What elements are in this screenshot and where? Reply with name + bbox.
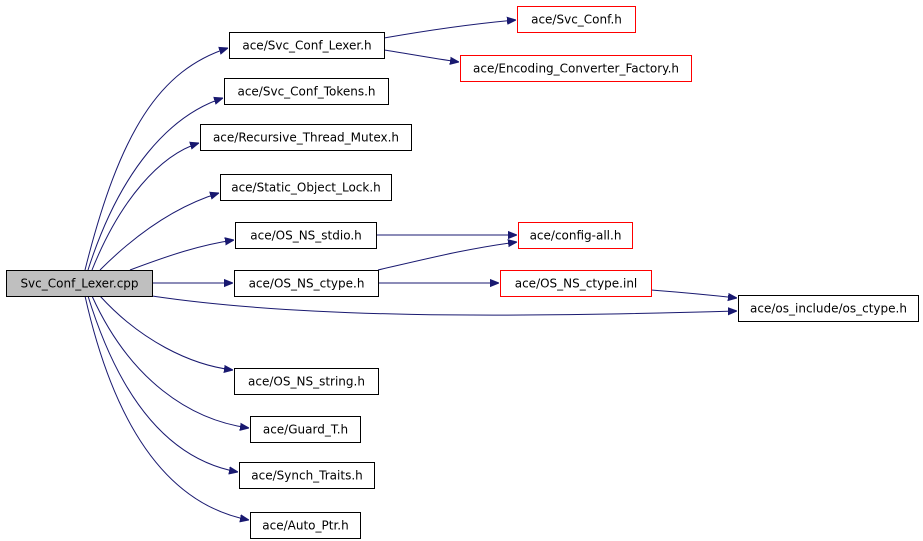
edge-root-to-synch_traits_h [87, 295, 238, 472]
node-static_object_lock_h[interactable]: ace/Static_Object_Lock.h [220, 174, 392, 201]
node-box [738, 295, 919, 322]
node-label: ace/Svc_Conf.h [531, 13, 622, 27]
node-box [6, 270, 153, 297]
edge-svc_conf_lexer_h-to-svc_conf_h [383, 20, 516, 39]
node-box [234, 270, 379, 297]
node-label: ace/config-all.h [530, 229, 622, 243]
node-box [518, 222, 633, 249]
edge-root-to-svc_conf_tokens_h [87, 98, 223, 271]
node-box [500, 270, 652, 297]
edge-root-to-static_object_lock_h [99, 193, 219, 271]
node-svc_conf_lexer_h[interactable]: ace/Svc_Conf_Lexer.h [229, 32, 385, 59]
node-label: Svc_Conf_Lexer.cpp [20, 277, 138, 291]
edge-root-to-recursive_thread_mutex_h [91, 143, 199, 271]
node-box [239, 462, 375, 489]
node-label: ace/Encoding_Converter_Factory.h [473, 62, 679, 76]
node-box [229, 32, 385, 59]
edges-layer [84, 20, 737, 520]
edge-root-to-svc_conf_lexer_h [84, 48, 228, 271]
node-os_include_os_ctype_h[interactable]: ace/os_include/os_ctype.h [738, 295, 919, 322]
node-os_ns_ctype_h[interactable]: ace/OS_NS_ctype.h [234, 270, 379, 297]
node-synch_traits_h[interactable]: ace/Synch_Traits.h [239, 462, 375, 489]
node-label: ace/OS_NS_ctype.inl [515, 277, 638, 291]
node-label: ace/Guard_T.h [263, 423, 348, 437]
nodes-layer: Svc_Conf_Lexer.cppace/Svc_Conf_Lexer.hac… [6, 6, 919, 539]
node-os_ns_string_h[interactable]: ace/OS_NS_string.h [234, 368, 379, 395]
node-guard_t_h[interactable]: ace/Guard_T.h [250, 416, 361, 443]
edge-svc_conf_lexer_h-to-encoding_converter_factory_h [383, 49, 459, 62]
edge-root-to-auto_ptr_h [84, 295, 249, 520]
node-config_all_h[interactable]: ace/config-all.h [518, 222, 633, 249]
edge-root-to-guard_t_h [91, 295, 249, 428]
node-box [517, 6, 636, 33]
node-label: ace/OS_NS_stdio.h [250, 229, 362, 243]
node-label: ace/os_include/os_ctype.h [750, 302, 907, 316]
node-os_ns_ctype_inl[interactable]: ace/OS_NS_ctype.inl [500, 270, 652, 297]
edge-os_ns_ctype_h-to-config_all_h [377, 242, 517, 271]
node-box [460, 55, 692, 82]
node-svc_conf_h[interactable]: ace/Svc_Conf.h [517, 6, 636, 33]
edge-root-to-os_include_os_ctype_h [151, 295, 737, 316]
node-box [235, 222, 377, 249]
node-label: ace/Auto_Ptr.h [262, 519, 348, 533]
node-os_ns_stdio_h[interactable]: ace/OS_NS_stdio.h [235, 222, 377, 249]
node-label: ace/Synch_Traits.h [251, 469, 362, 483]
node-box [220, 174, 392, 201]
node-label: ace/Svc_Conf_Lexer.h [242, 39, 371, 53]
node-label: ace/OS_NS_ctype.h [249, 277, 365, 291]
node-box [200, 124, 412, 151]
node-box [224, 78, 389, 105]
node-root[interactable]: Svc_Conf_Lexer.cpp [6, 270, 153, 297]
node-label: ace/Static_Object_Lock.h [231, 181, 381, 195]
edge-root-to-os_ns_stdio_h [129, 240, 234, 271]
node-label: ace/Svc_Conf_Tokens.h [237, 85, 375, 99]
node-recursive_thread_mutex_h[interactable]: ace/Recursive_Thread_Mutex.h [200, 124, 412, 151]
node-box [234, 368, 379, 395]
edge-os_ns_ctype_inl-to-os_include_os_ctype_h [650, 289, 737, 298]
node-svc_conf_tokens_h[interactable]: ace/Svc_Conf_Tokens.h [224, 78, 389, 105]
node-auto_ptr_h[interactable]: ace/Auto_Ptr.h [250, 512, 361, 539]
node-label: ace/Recursive_Thread_Mutex.h [213, 131, 399, 145]
edge-root-to-os_ns_string_h [99, 295, 233, 370]
node-box [250, 512, 361, 539]
node-box [250, 416, 361, 443]
node-encoding_converter_factory_h[interactable]: ace/Encoding_Converter_Factory.h [460, 55, 692, 82]
node-label: ace/OS_NS_string.h [248, 375, 365, 389]
